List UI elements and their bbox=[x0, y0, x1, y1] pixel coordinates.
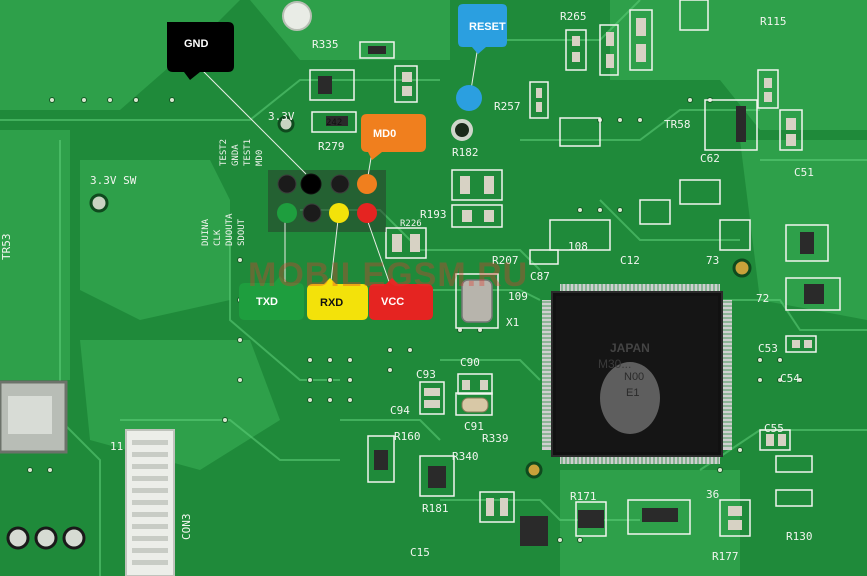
silk-label: C54 bbox=[780, 372, 800, 385]
md0-pin-marker bbox=[357, 174, 377, 194]
silk-label: 72 bbox=[756, 292, 769, 305]
mounting-pad bbox=[451, 119, 473, 141]
silk-label: R193 bbox=[420, 208, 447, 221]
silk-label: C91 bbox=[464, 420, 484, 433]
silk-label: DUINA bbox=[201, 218, 211, 246]
plastic-standoff bbox=[282, 1, 312, 31]
smd-marking: 242 bbox=[326, 118, 342, 128]
silk-label: DUOUTA bbox=[225, 213, 235, 246]
silk-label: 109 bbox=[508, 290, 528, 303]
mounting-pad bbox=[89, 193, 109, 213]
silk-label: R182 bbox=[452, 146, 479, 159]
silk-label: C12 bbox=[620, 254, 640, 267]
silk-label: TR53 bbox=[0, 234, 13, 261]
silk-label: C94 bbox=[390, 404, 410, 417]
silk-label: C93 bbox=[416, 368, 436, 381]
ic-marking: M30... bbox=[598, 357, 631, 371]
callout-reset: RESET bbox=[458, 4, 507, 54]
silk-label: R226 bbox=[400, 219, 422, 229]
silk-label: C51 bbox=[794, 166, 814, 179]
silk-label: GNDA bbox=[231, 144, 241, 166]
silk-label: C15 bbox=[410, 546, 430, 559]
callout-reset-label: RESET bbox=[469, 21, 506, 33]
watermark: MOBILEGSM.RU bbox=[248, 256, 528, 294]
ic-marking: JAPAN bbox=[610, 341, 650, 355]
reset-pad-marker bbox=[456, 85, 482, 111]
silk-label: R177 bbox=[712, 550, 739, 563]
silk-label: R279 bbox=[318, 140, 345, 153]
smd-components bbox=[309, 0, 841, 546]
silk-label: 3.3V SW bbox=[90, 174, 137, 187]
silk-label: C90 bbox=[460, 356, 480, 369]
silk-label: R115 bbox=[760, 15, 787, 28]
silk-label: 73 bbox=[706, 254, 719, 267]
silk-label: 108 bbox=[568, 240, 588, 253]
txd-pin-marker bbox=[277, 203, 297, 223]
silk-label: TEST2 bbox=[219, 139, 229, 166]
callout-md0: MD0 bbox=[361, 114, 426, 160]
callout-txd-label: TXD bbox=[256, 296, 278, 308]
gnd-pin-marker bbox=[300, 173, 322, 195]
silk-label: 3.3V bbox=[268, 110, 295, 123]
silk-label: C62 bbox=[700, 152, 720, 165]
silk-label: R257 bbox=[494, 100, 521, 113]
silk-label: MD0 bbox=[255, 150, 265, 166]
silk-label: R340 bbox=[452, 450, 479, 463]
callout-md0-label: MD0 bbox=[373, 128, 396, 140]
silk-label: R160 bbox=[394, 430, 421, 443]
silk-label: 11 bbox=[110, 440, 123, 453]
silk-label: SDOUT bbox=[237, 218, 247, 246]
callout-rxd: RXD bbox=[307, 278, 368, 320]
callout-vcc: VCC bbox=[369, 278, 433, 320]
callout-lines bbox=[199, 45, 479, 291]
silk-label: R339 bbox=[482, 432, 509, 445]
silk-label: R181 bbox=[422, 502, 449, 515]
mounting-pad bbox=[525, 461, 543, 479]
silk-label: C87 bbox=[530, 270, 550, 283]
mounting-pad bbox=[732, 258, 752, 278]
silk-label: R171 bbox=[570, 490, 597, 503]
silk-label: CLK bbox=[213, 229, 223, 246]
callout-txd: TXD bbox=[239, 276, 304, 320]
silk-label: TR58 bbox=[664, 118, 691, 131]
silk-label: 36 bbox=[706, 488, 719, 501]
silk-label: TEST1 bbox=[243, 139, 253, 166]
ic-marking: N00 bbox=[624, 371, 644, 383]
silk-label: R207 bbox=[492, 254, 519, 267]
crystal-oscillator bbox=[461, 279, 493, 323]
ic-marking: E1 bbox=[626, 387, 639, 399]
main-ic: JAPAN M30... N00 E1 bbox=[542, 284, 732, 464]
vcc-pin-marker bbox=[357, 203, 377, 223]
silk-label: CON3 bbox=[180, 514, 193, 541]
silk-label: C55 bbox=[764, 422, 784, 435]
silk-label: R335 bbox=[312, 38, 339, 51]
silk-label: C53 bbox=[758, 342, 778, 355]
left-connector bbox=[0, 380, 175, 576]
callout-gnd: GND bbox=[167, 22, 234, 80]
mounting-pad bbox=[277, 115, 295, 133]
pcb-vias bbox=[27, 97, 803, 543]
silk-label: R265 bbox=[560, 10, 587, 23]
callout-rxd-label: RXD bbox=[320, 297, 343, 309]
silk-label: R130 bbox=[786, 530, 813, 543]
callout-gnd-label: GND bbox=[184, 38, 209, 50]
rxd-pin-marker bbox=[329, 203, 349, 223]
silkscreen-labels: R335 R265 R115 R257 R279 R182 R193 R226 … bbox=[0, 10, 814, 563]
callout-vcc-label: VCC bbox=[381, 296, 404, 308]
silk-label: X1 bbox=[506, 316, 519, 329]
